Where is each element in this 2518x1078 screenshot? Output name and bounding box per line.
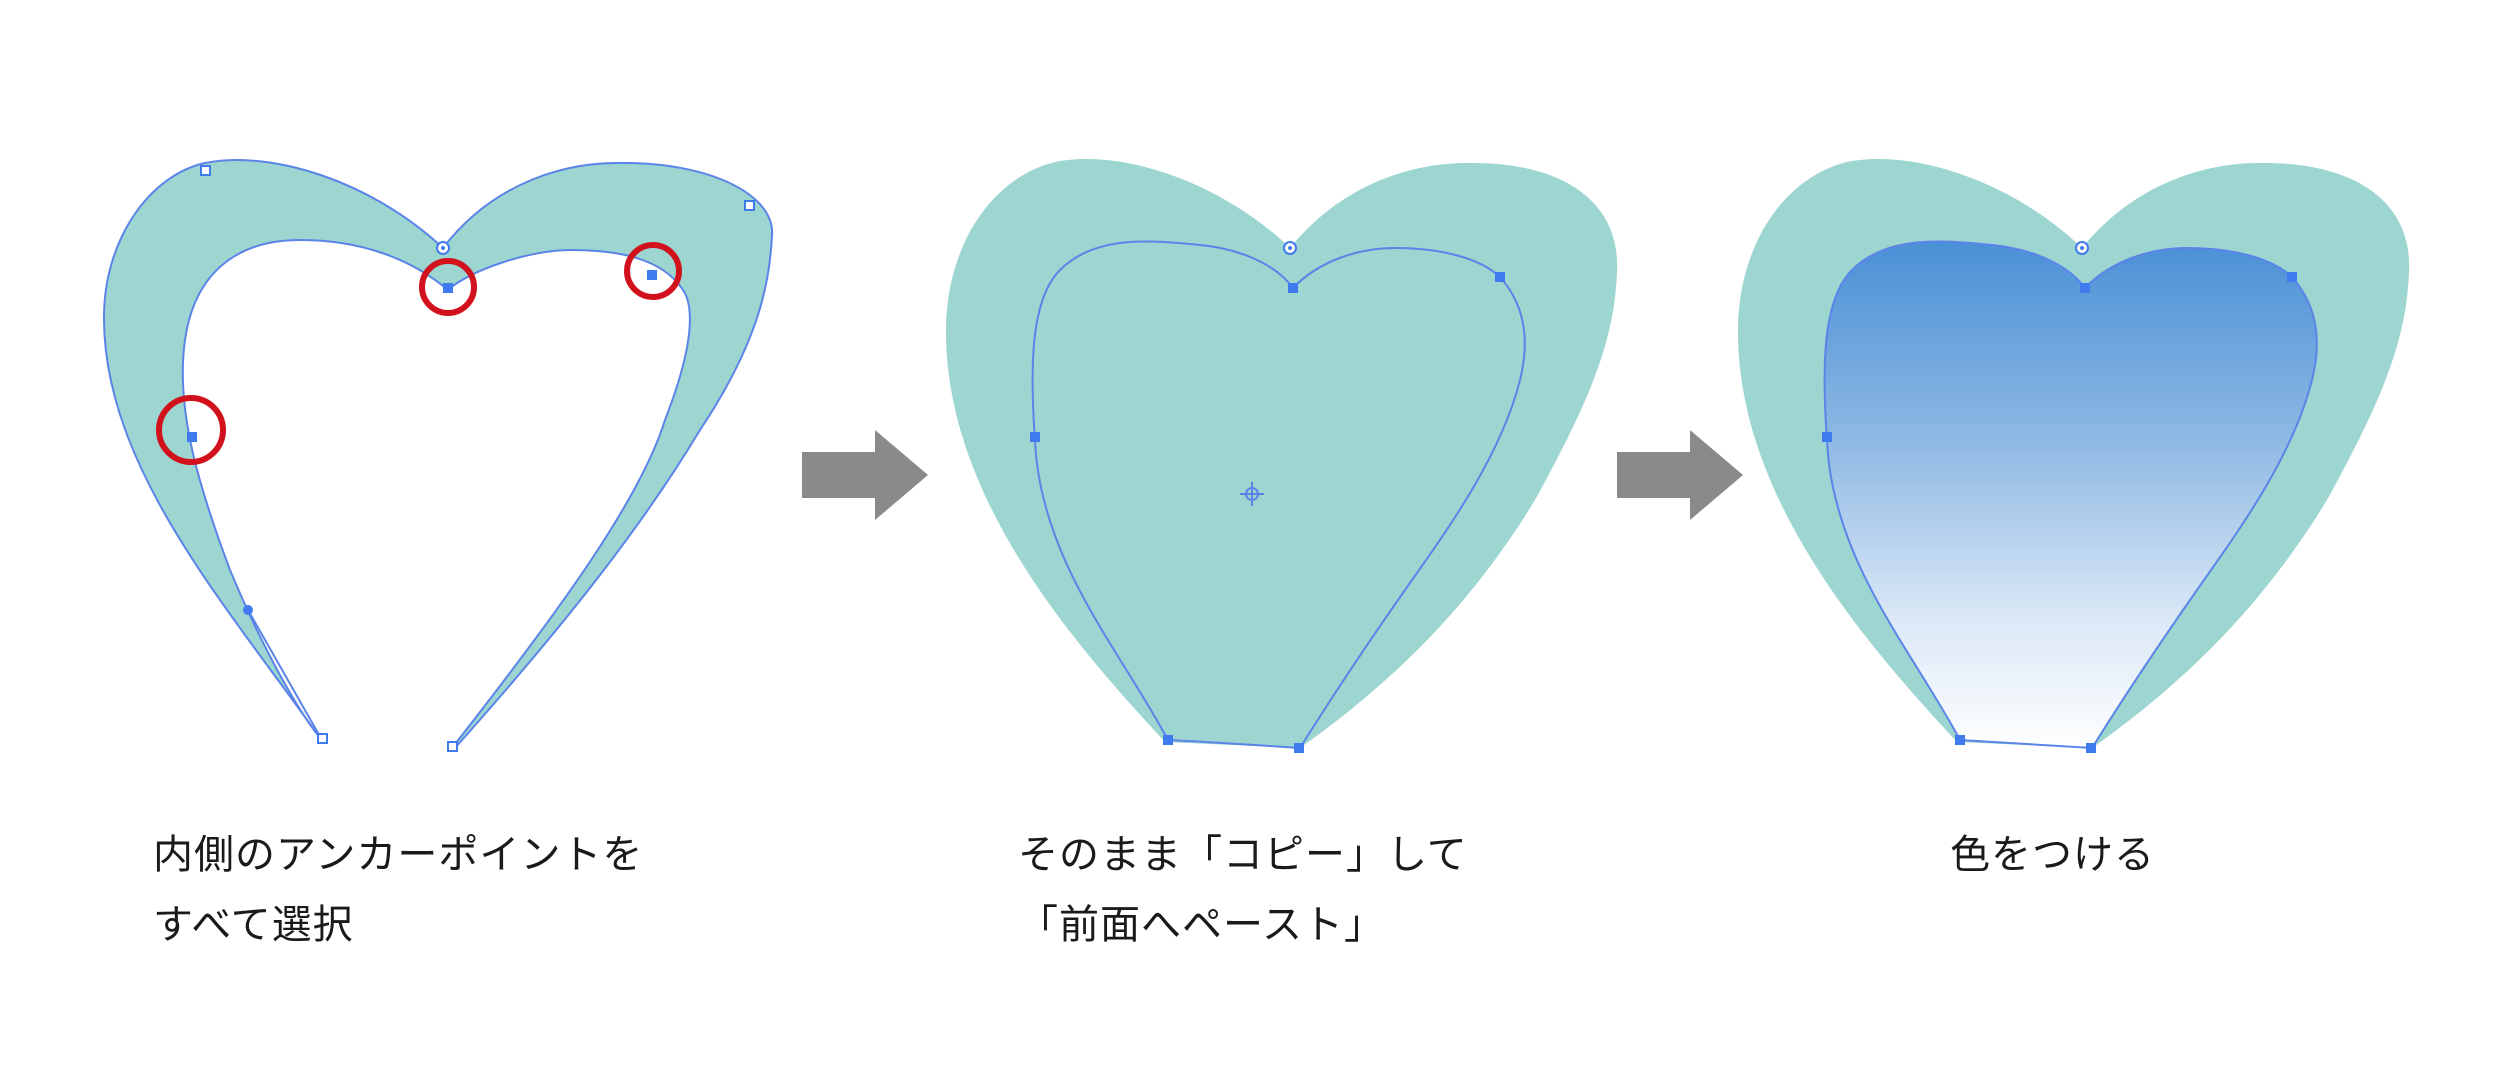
anchor-point-selected[interactable] (2086, 743, 2096, 753)
caption-line: 内側のアンカーポイントを (153, 832, 644, 878)
arrow-right-icon (1617, 430, 1743, 520)
caption-line: 色をつける (1950, 832, 2155, 878)
caption-line: そのまま「コピー」して (1018, 832, 1468, 878)
anchor-point-selected[interactable] (1288, 283, 1298, 293)
anchor-point-selected[interactable] (1822, 432, 1832, 442)
anchor-point-selected[interactable] (443, 283, 453, 293)
gradient-heart-shape (1823, 240, 2318, 750)
anchor-point-hollow[interactable] (200, 165, 211, 176)
highlight-ring (156, 395, 226, 465)
step-3-caption: 色をつける (1950, 820, 2155, 890)
anchor-point-hollow[interactable] (447, 741, 458, 752)
anchor-point-hollow[interactable] (744, 200, 755, 211)
heart-ring-shape (102, 159, 774, 749)
anchor-point-selected[interactable] (243, 605, 253, 615)
step-1-caption: 内側のアンカーポイントを すべて選択 (153, 820, 643, 960)
arrow-right-icon (802, 430, 928, 520)
step-1-illustration (102, 159, 774, 752)
step-3-illustration (1737, 159, 2410, 753)
step-2-caption: そのまま「コピー」して 「前面へペースト」 (1018, 820, 1468, 960)
crosshair-icon (1240, 482, 1264, 506)
center-point-icon (2080, 246, 2084, 250)
caption-line: 「前面へペースト」 (1018, 902, 1385, 948)
anchor-point-selected[interactable] (2287, 272, 2297, 282)
anchor-point-hollow[interactable] (317, 733, 328, 744)
anchor-point-selected[interactable] (1030, 432, 1040, 442)
anchor-point-selected[interactable] (187, 432, 197, 442)
anchor-point-selected[interactable] (1163, 735, 1173, 745)
anchor-point-selected[interactable] (1294, 743, 1304, 753)
inner-heart-path (1031, 240, 1526, 750)
highlight-ring (419, 258, 477, 316)
caption-line: すべて選択 (153, 902, 354, 948)
center-point-icon (1288, 246, 1292, 250)
anchor-point-selected[interactable] (1495, 272, 1505, 282)
anchor-point-selected[interactable] (647, 270, 657, 280)
anchor-point-selected[interactable] (2080, 283, 2090, 293)
anchor-point-selected[interactable] (1955, 735, 1965, 745)
inner-path-segment (247, 609, 323, 741)
highlight-ring (624, 242, 682, 300)
step-2-illustration (945, 159, 1618, 753)
center-point-icon (441, 246, 445, 250)
